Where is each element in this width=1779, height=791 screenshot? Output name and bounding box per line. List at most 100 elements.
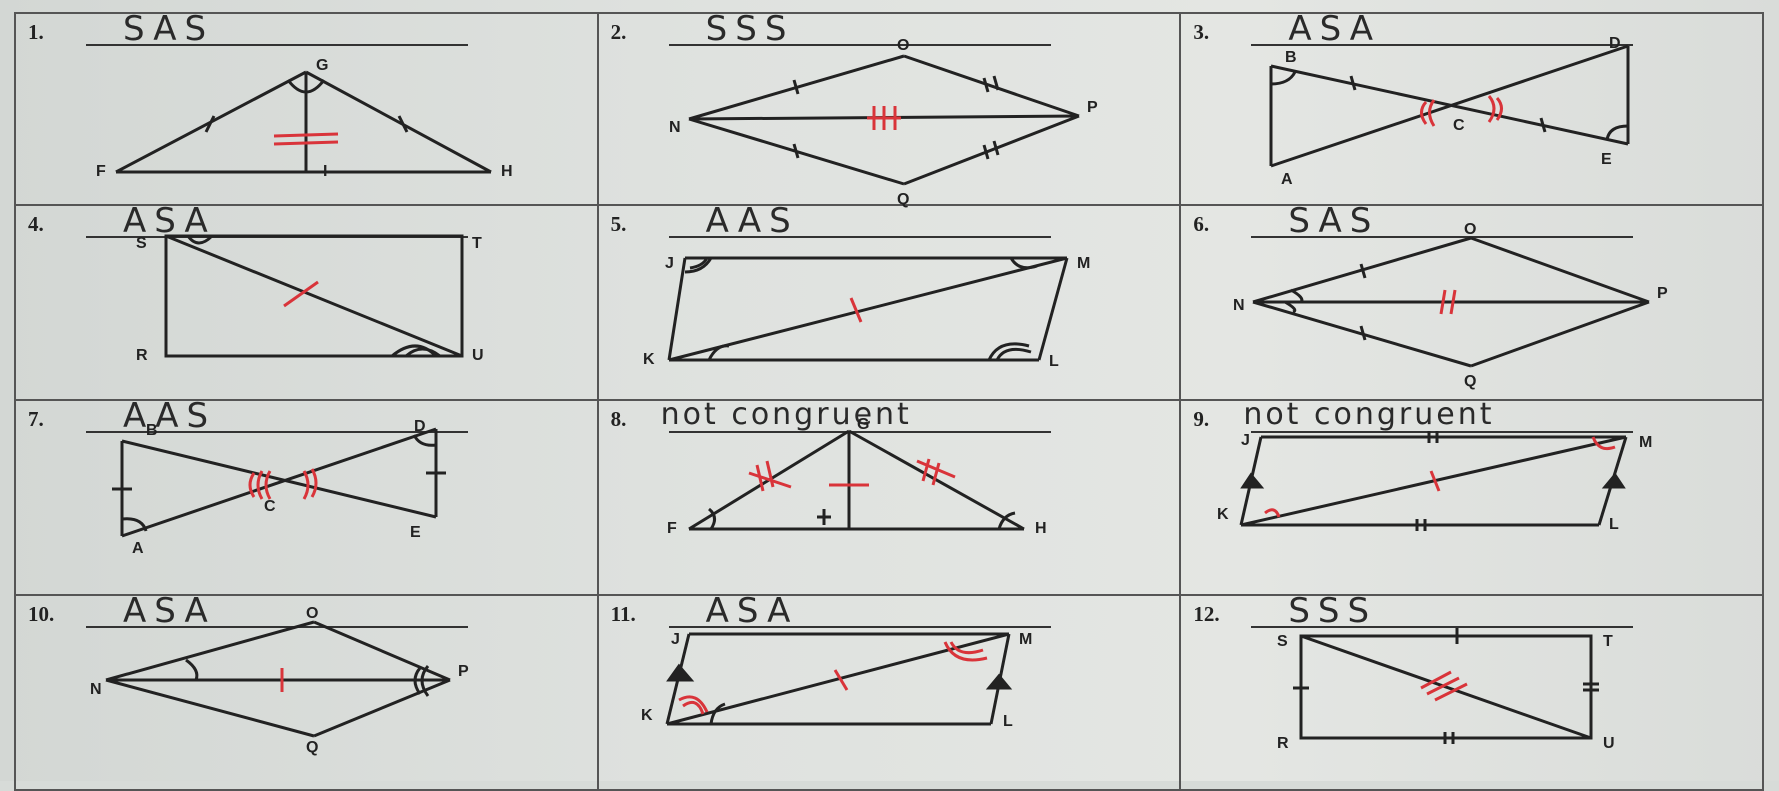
bowtie-diagram: B A C D E — [112, 418, 446, 557]
vertex-label: T — [472, 235, 482, 252]
problem-grid: 1. SAS F G — [14, 9, 1764, 791]
answer-line — [1251, 431, 1634, 433]
problem-1-header: 1. SAS — [28, 9, 468, 50]
answer-text: AAS — [123, 396, 217, 436]
vertex-label: P — [1087, 99, 1098, 116]
vertex-label: C — [264, 498, 276, 515]
vertex-label: H — [1035, 520, 1047, 537]
answer-line — [668, 626, 1051, 628]
problem-1: 1. SAS F G — [14, 9, 599, 206]
kite-diagram: N O P Q — [90, 605, 469, 756]
answer-text: not congruent — [660, 397, 912, 432]
vertex-label: M — [1077, 255, 1090, 272]
problem-10: 10. ASA N O — [14, 591, 599, 791]
answer-line — [668, 431, 1051, 433]
problem-number: 9. — [1193, 407, 1210, 431]
answer-text: ASA — [123, 201, 216, 241]
parallelogram-diagram: J M K L — [643, 255, 1090, 370]
kite-diagram: N O P Q — [669, 37, 1098, 208]
problem-number: 1. — [28, 20, 44, 44]
problem-number: 5. — [610, 212, 627, 236]
problem-8-header: 8. not congruent — [610, 397, 1051, 437]
vertex-label: Q — [1464, 373, 1476, 390]
problem-number: 7. — [28, 407, 44, 431]
problem-11-header: 11. ASA — [611, 591, 1051, 632]
problem-2-header: 2. SSS — [611, 9, 1051, 50]
answer-line — [86, 44, 468, 46]
answer-line — [668, 236, 1051, 238]
vertex-label: N — [669, 119, 681, 136]
problem-9: 9. not congruent — [1179, 397, 1764, 596]
answer-text: ASA — [1288, 9, 1382, 49]
problem-3-header: 3. ASA — [1193, 9, 1634, 50]
problem-number: 8. — [610, 407, 627, 431]
vertex-label: J — [665, 255, 674, 272]
vertex-label: U — [1603, 735, 1615, 752]
kite-diagram: N O P Q — [1233, 221, 1668, 390]
vertex-label: R — [1277, 735, 1289, 752]
vertex-label: G — [857, 416, 869, 433]
vertex-label: P — [1657, 285, 1668, 302]
answer-text: AAS — [705, 201, 799, 241]
problem-number: 6. — [1193, 212, 1210, 236]
vertex-label: M — [1019, 631, 1032, 648]
vertex-label: A — [1281, 171, 1293, 188]
answer-text: SSS — [705, 9, 795, 49]
parallelogram-diagram: J M K L — [1217, 431, 1653, 533]
problem-11: 11. ASA — [596, 591, 1182, 791]
vertex-label: B — [1285, 49, 1297, 66]
vertex-label: U — [472, 347, 484, 364]
problem-2: 2. SSS — [596, 9, 1182, 208]
problem-4: 4. ASA S T R U — [14, 201, 599, 401]
vertex-label: J — [671, 631, 680, 648]
vertex-label: S — [136, 235, 147, 252]
answer-text: SSS — [1288, 591, 1378, 631]
answer-text: SAS — [1288, 201, 1380, 241]
vertex-label: O — [1464, 221, 1476, 238]
answer-text: SAS — [123, 9, 215, 49]
problem-number: 3. — [1193, 20, 1210, 44]
bowtie-diagram: B A C D E — [1269, 35, 1630, 188]
answer-line — [1251, 626, 1634, 628]
answer-line — [1251, 236, 1634, 238]
problem-number: 12. — [1193, 602, 1220, 626]
answer-line — [86, 626, 468, 628]
problem-9-header: 9. not congruent — [1193, 397, 1634, 437]
answer-line — [86, 431, 468, 433]
rectangle-diagram: S T R U — [136, 234, 484, 364]
vertex-label: Q — [306, 739, 318, 756]
vertex-label: L — [1003, 713, 1013, 730]
vertex-label: M — [1639, 434, 1652, 451]
vertex-label: D — [1609, 35, 1621, 52]
problem-3: 3. ASA — [1179, 9, 1764, 206]
vertex-label: N — [1233, 297, 1245, 314]
vertex-label: P — [458, 663, 469, 680]
problem-12-header: 12. SSS — [1193, 591, 1634, 632]
problem-10-header: 10. ASA — [28, 591, 468, 632]
answer-line — [1251, 44, 1634, 46]
problem-5-header: 5. AAS — [610, 201, 1051, 242]
problem-number: 10. — [28, 602, 55, 626]
triangle-diagram: F G H I — [667, 416, 1047, 537]
vertex-label: F — [96, 163, 106, 180]
vertex-label: I — [323, 163, 327, 180]
problem-6: 6. SAS — [1179, 201, 1764, 401]
problem-5: 5. AAS — [596, 201, 1182, 401]
problem-7-header: 7. AAS — [28, 396, 468, 437]
vertex-label: N — [90, 681, 102, 698]
vertex-label: O — [897, 37, 909, 54]
vertex-label: J — [1241, 432, 1250, 449]
vertex-label: C — [1453, 117, 1465, 134]
vertex-label: L — [1609, 516, 1619, 533]
parallelogram-diagram: J M K L — [641, 631, 1032, 730]
vertex-label: B — [146, 422, 158, 439]
vertex-label: R — [136, 347, 148, 364]
vertex-label: K — [643, 351, 655, 368]
vertex-label: O — [306, 605, 318, 622]
answer-line — [668, 44, 1051, 46]
vertex-label: A — [132, 540, 144, 557]
problem-8: 8. not congruent — [596, 397, 1182, 596]
triangle-diagram: F G H I — [96, 57, 513, 180]
problem-6-header: 6. SAS — [1193, 201, 1634, 242]
